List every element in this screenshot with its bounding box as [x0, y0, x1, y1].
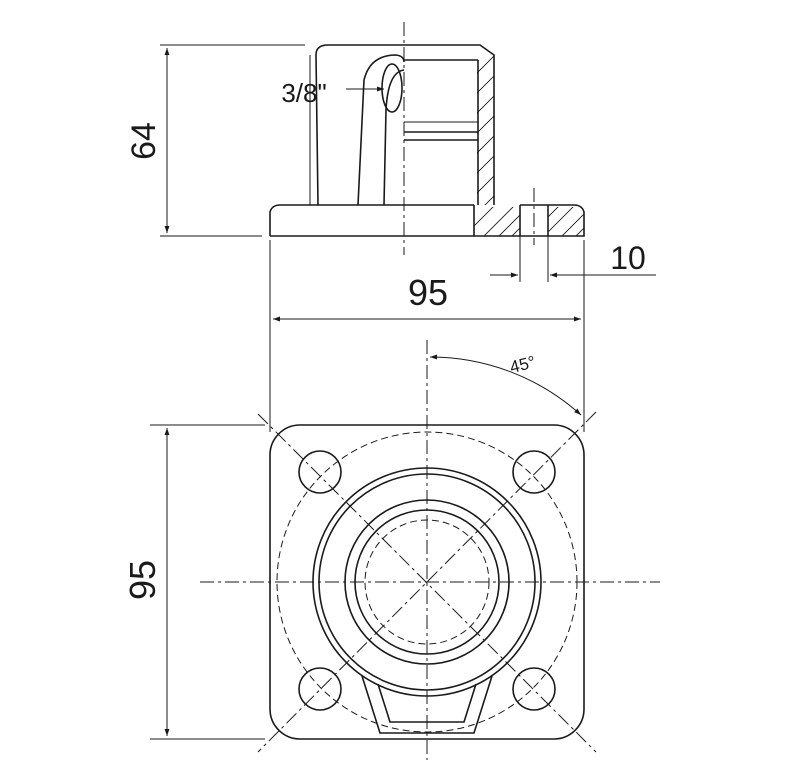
width-label: 95	[408, 272, 448, 313]
height-bottom-label: 95	[122, 560, 163, 600]
thread-callout: 3/8"	[281, 78, 384, 108]
angle-label: 45°	[508, 352, 538, 377]
thread-label: 3/8"	[281, 78, 326, 108]
height-label: 64	[125, 122, 163, 160]
side-view	[269, 22, 585, 255]
dim-hole-10: 10	[490, 236, 656, 282]
dim-width-95: 95	[269, 240, 585, 432]
dim-height-64: 64	[125, 44, 305, 237]
top-view	[200, 340, 660, 760]
hole-label: 10	[610, 240, 646, 276]
dim-height-95: 95	[122, 424, 265, 740]
dim-angle-45: 45°	[429, 352, 582, 416]
